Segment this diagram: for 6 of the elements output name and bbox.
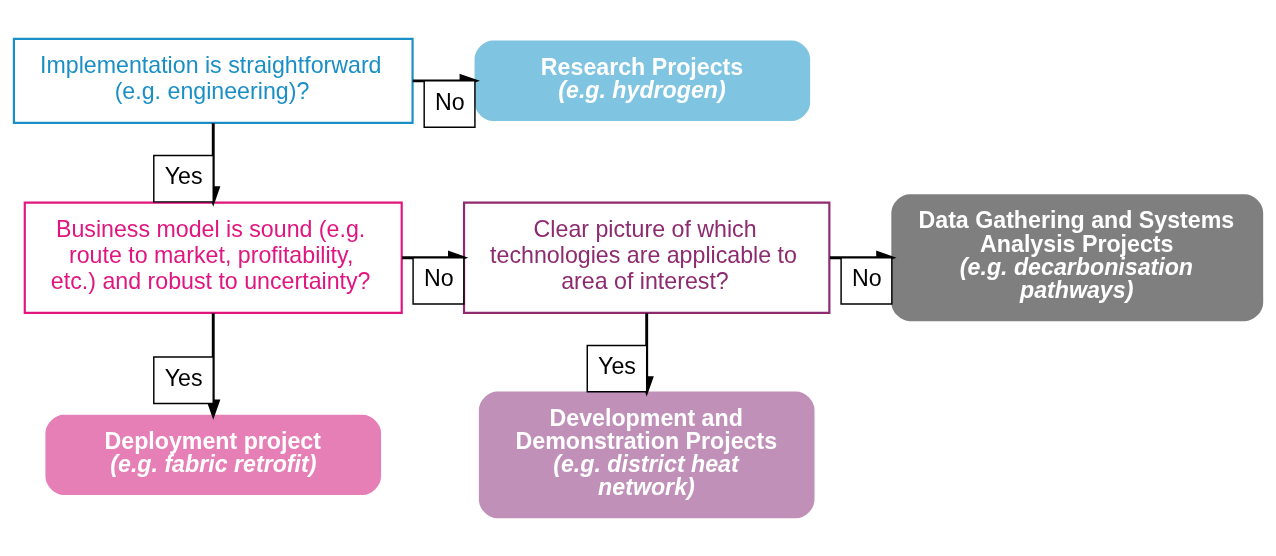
edge-label: No [423, 265, 454, 292]
edge-label: Yes [164, 163, 203, 190]
edge-label: Yes [164, 364, 203, 391]
edge-label: No [435, 88, 465, 115]
edge-label: No [851, 265, 882, 292]
edge-label: Yes [598, 353, 636, 380]
